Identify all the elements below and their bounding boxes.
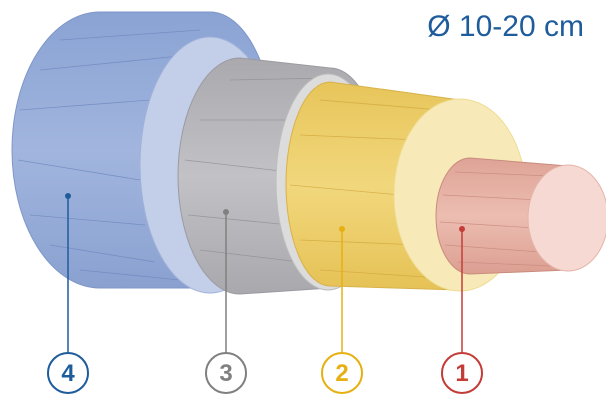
diameter-label: Ø 10-20 cm: [427, 10, 584, 43]
layer-1-face: [527, 164, 606, 272]
leader-dot-1: [459, 226, 465, 232]
leader-dot-2: [339, 226, 345, 232]
layer-badge-3: [205, 352, 247, 394]
layer-badge-number-4: 4: [61, 360, 75, 387]
leader-dot-3: [223, 209, 229, 215]
layer-badge-4: [47, 352, 89, 394]
layer-badge-number-1: 1: [455, 360, 468, 387]
layer-badge-number-3: 3: [219, 360, 232, 387]
layer-badge-number-2: 2: [335, 360, 348, 387]
layer-badge-2: [321, 352, 363, 394]
leader-dot-4: [65, 193, 71, 199]
layer-badge-1: [441, 352, 483, 394]
